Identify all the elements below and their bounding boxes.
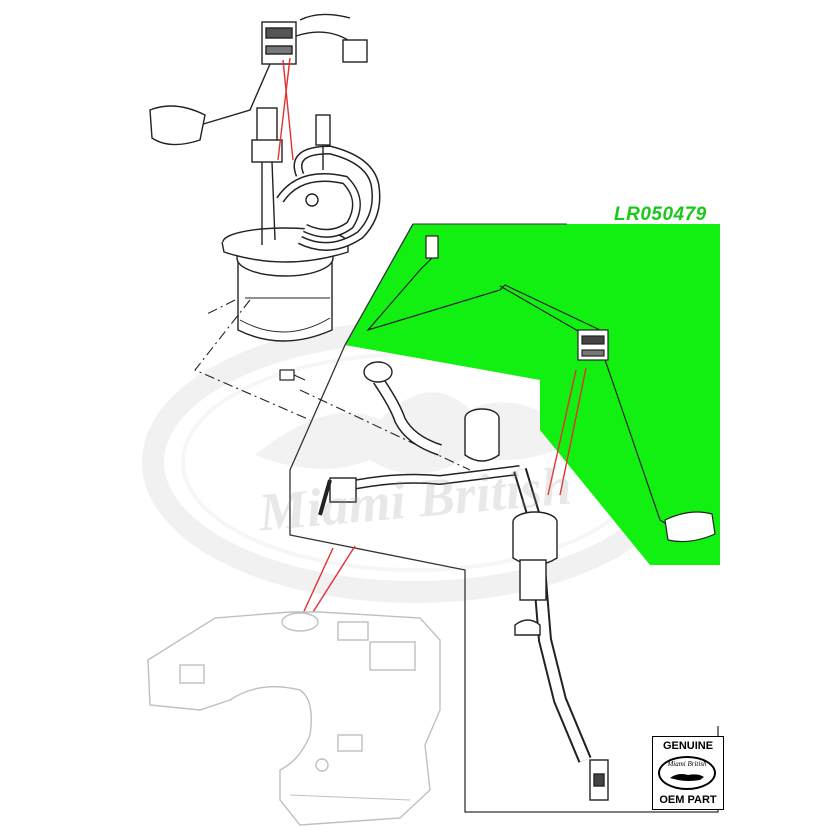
- fuel-pump-module: [149, 13, 381, 342]
- leader-lines: [277, 57, 587, 621]
- fish-logo-icon: [670, 774, 704, 781]
- badge-bottom-label: OEM PART: [659, 794, 717, 806]
- badge-logo-oval: Miami British: [658, 756, 716, 790]
- genuine-oem-badge: GENUINE Miami British OEM PART: [652, 736, 724, 810]
- highlight-region: [345, 224, 720, 565]
- badge-top-label: GENUINE: [662, 740, 714, 752]
- screw: [279, 369, 306, 381]
- level-sender: [366, 235, 716, 543]
- fuel-tank: [147, 611, 441, 826]
- alignment-lines: [194, 299, 471, 471]
- detail-outline: [289, 223, 719, 813]
- pump-assembly-detail: [318, 361, 609, 801]
- part-number-label: LR050479: [614, 204, 707, 225]
- badge-oval-label: Miami British: [667, 760, 707, 768]
